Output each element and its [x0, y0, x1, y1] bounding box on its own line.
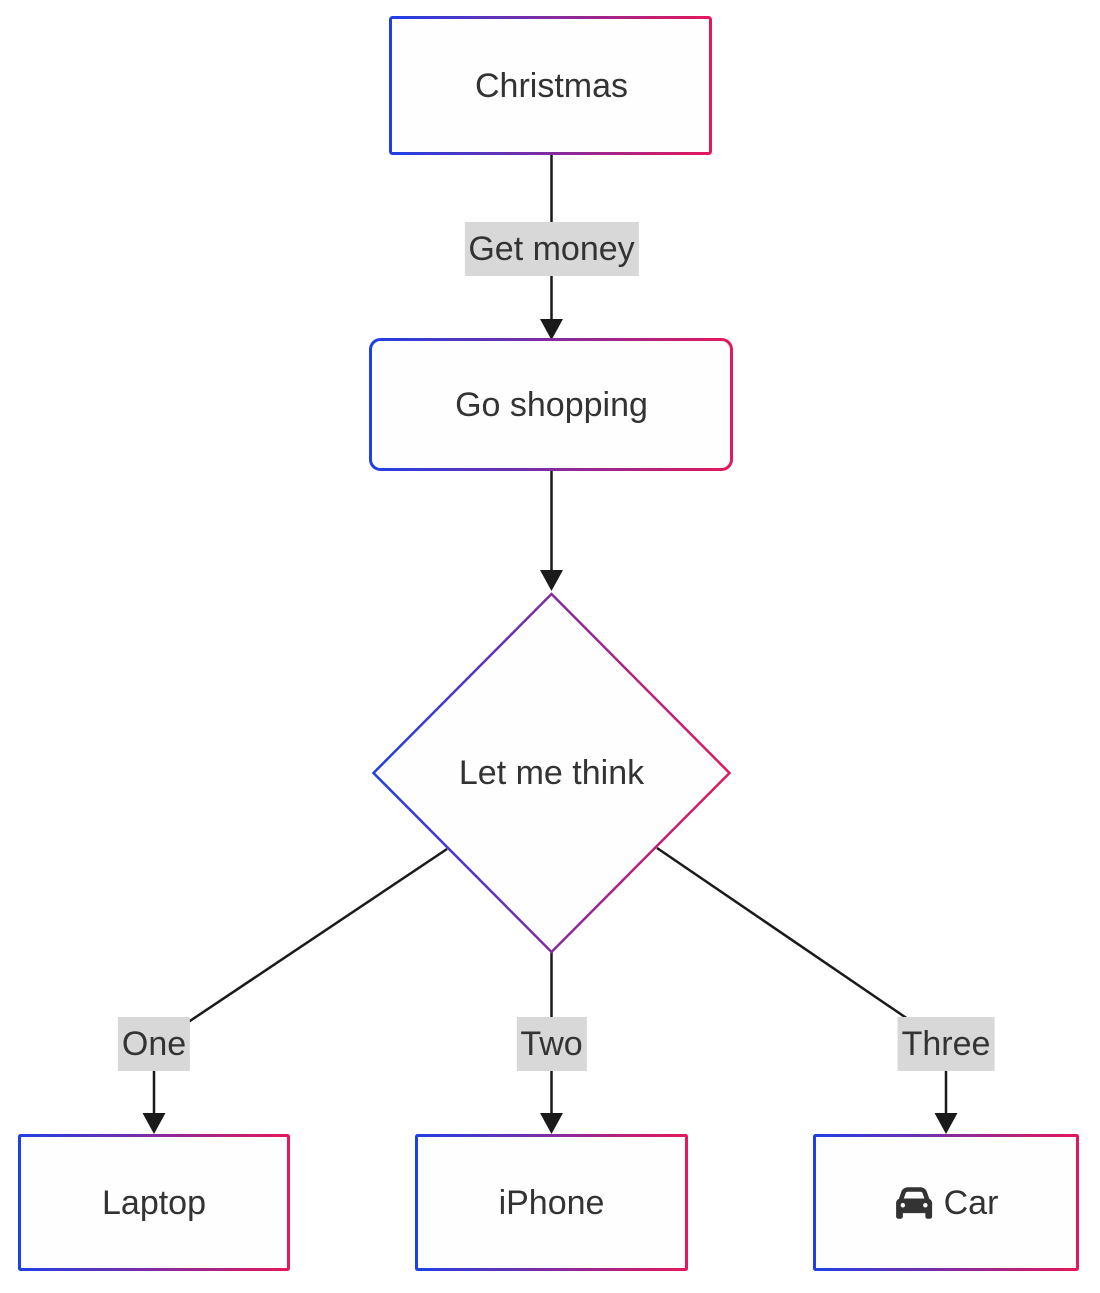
- node-decision-diamond: [371, 592, 732, 954]
- edge-label-three: Three: [897, 1017, 995, 1071]
- node-label-go-shopping: Go shopping: [455, 386, 648, 424]
- arrowhead-iphone: [540, 1113, 563, 1134]
- node-label-iphone: iPhone: [498, 1184, 605, 1222]
- node-go-shopping: [369, 338, 733, 471]
- node-iphone: [415, 1134, 688, 1271]
- node-car: [813, 1134, 1079, 1271]
- edge-label-one: One: [117, 1017, 191, 1071]
- node-label-car: Car: [895, 1183, 999, 1223]
- arrowhead-go-shopping: [540, 319, 563, 340]
- edge-label-get-money: Get money: [464, 222, 639, 276]
- edge-decision-to-laptop: [152, 847, 448, 1127]
- node-label-christmas: Christmas: [474, 67, 629, 105]
- node-laptop: [18, 1134, 290, 1271]
- edge-decision-to-car: [656, 846, 948, 1127]
- node-label-car-text: Car: [943, 1184, 999, 1222]
- node-christmas: [389, 16, 712, 155]
- edge-label-two: Two: [516, 1017, 587, 1071]
- node-label-laptop: Laptop: [102, 1184, 206, 1222]
- arrowhead-decision: [540, 570, 563, 591]
- arrowhead-car: [934, 1113, 958, 1134]
- node-label-decision: Let me think: [458, 754, 645, 792]
- arrowhead-laptop: [142, 1113, 166, 1134]
- car-icon: [895, 1185, 933, 1221]
